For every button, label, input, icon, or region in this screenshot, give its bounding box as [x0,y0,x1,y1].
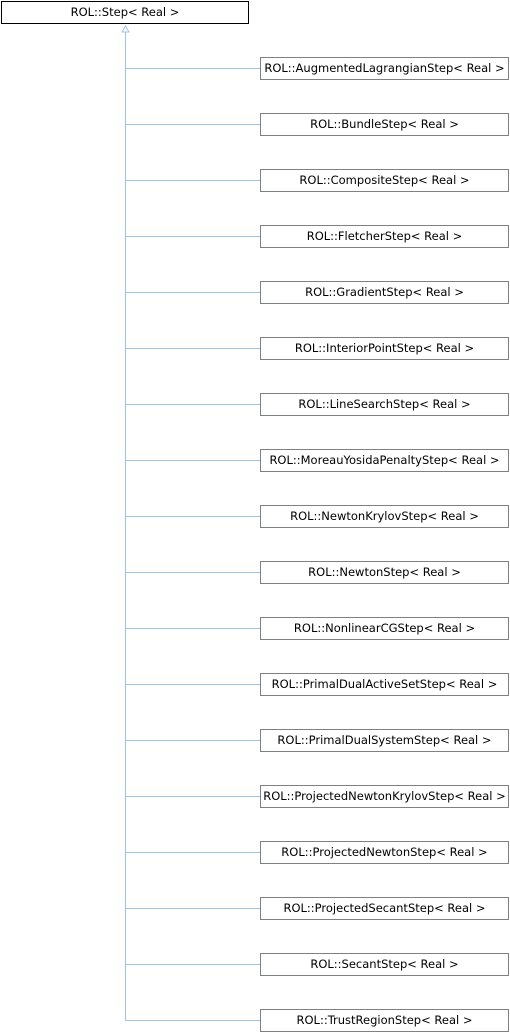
derived-class-label: ROL::ProjectedNewtonStep< Real > [281,845,488,859]
derived-class-label: ROL::NewtonKrylovStep< Real > [290,509,479,523]
derived-class-label: ROL::PrimalDualActiveSetStep< Real > [271,677,498,691]
derived-class-label: ROL::AugmentedLagrangianStep< Real > [264,61,505,75]
derived-class-label: ROL::CompositeStep< Real > [299,173,470,187]
derived-class-node[interactable]: ROL::ProjectedSecantStep< Real > [260,897,509,920]
derived-class-label: ROL::BundleStep< Real > [310,117,459,131]
derived-class-label: ROL::NonlinearCGStep< Real > [293,621,476,635]
inheritance-arrowhead-icon [121,25,130,33]
derived-class-node[interactable]: ROL::PrimalDualSystemStep< Real > [260,729,509,752]
derived-class-node[interactable]: ROL::NonlinearCGStep< Real > [260,617,509,640]
derived-class-node[interactable]: ROL::NewtonStep< Real > [260,561,509,584]
derived-class-label: ROL::LineSearchStep< Real > [298,397,471,411]
derived-class-label: ROL::MoreauYosidaPenaltyStep< Real > [269,453,500,467]
derived-class-label: ROL::FletcherStep< Real > [306,229,463,243]
derived-class-node[interactable]: ROL::BundleStep< Real > [260,113,509,136]
derived-class-node[interactable]: ROL::MoreauYosidaPenaltyStep< Real > [260,449,509,472]
derived-class-label: ROL::ProjectedSecantStep< Real > [283,901,486,915]
derived-class-node[interactable]: ROL::CompositeStep< Real > [260,169,509,192]
derived-class-node[interactable]: ROL::GradientStep< Real > [260,281,509,304]
derived-class-node[interactable]: ROL::NewtonKrylovStep< Real > [260,505,509,528]
derived-class-node[interactable]: ROL::PrimalDualActiveSetStep< Real > [260,673,509,696]
derived-class-node[interactable]: ROL::ProjectedNewtonKrylovStep< Real > [260,785,509,808]
derived-class-node[interactable]: ROL::AugmentedLagrangianStep< Real > [260,57,509,80]
derived-class-label: ROL::SecantStep< Real > [310,957,459,971]
base-class-label: ROL::Step< Real > [70,5,180,19]
derived-class-label: ROL::InteriorPointStep< Real > [294,341,475,355]
derived-class-node[interactable]: ROL::LineSearchStep< Real > [260,393,509,416]
derived-class-node[interactable]: ROL::ProjectedNewtonStep< Real > [260,841,509,864]
derived-class-label: ROL::PrimalDualSystemStep< Real > [277,733,492,747]
derived-class-label: ROL::TrustRegionStep< Real > [296,1013,473,1027]
derived-class-label: ROL::ProjectedNewtonKrylovStep< Real > [263,789,506,803]
derived-class-label: ROL::GradientStep< Real > [305,285,464,299]
derived-class-label: ROL::NewtonStep< Real > [308,565,461,579]
base-class-node[interactable]: ROL::Step< Real > [1,1,249,24]
derived-class-node[interactable]: ROL::SecantStep< Real > [260,953,509,976]
derived-class-node[interactable]: ROL::FletcherStep< Real > [260,225,509,248]
derived-class-node[interactable]: ROL::TrustRegionStep< Real > [260,1009,509,1032]
derived-class-node[interactable]: ROL::InteriorPointStep< Real > [260,337,509,360]
